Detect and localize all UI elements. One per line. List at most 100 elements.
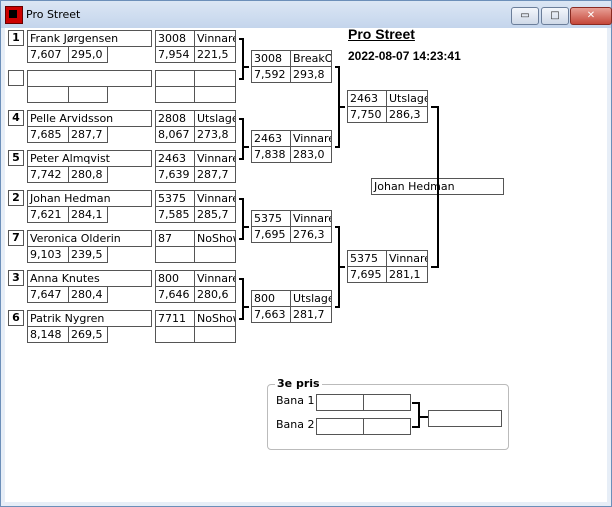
r3-status[interactable]: BreakOut — [290, 50, 332, 67]
r2-speed[interactable] — [194, 86, 236, 103]
r3-et[interactable]: 7,663 — [251, 306, 291, 323]
connector — [242, 118, 244, 160]
r3-et[interactable]: 7,592 — [251, 66, 291, 83]
lane2-label: Bana 2 — [276, 418, 315, 431]
connector — [412, 402, 420, 404]
r2-id[interactable]: 800 — [155, 270, 195, 287]
r2-status[interactable]: Vinnare — [194, 270, 236, 287]
connector — [242, 146, 249, 148]
connector — [239, 318, 244, 320]
r2-status[interactable]: NoShow — [194, 230, 236, 247]
third-lane2-id[interactable] — [316, 418, 364, 435]
close-button[interactable]: ✕ — [570, 7, 612, 25]
r3-status[interactable]: Utslagen — [290, 290, 332, 307]
competitor-et[interactable]: 7,647 — [27, 286, 69, 303]
seed-badge: 7 — [8, 230, 24, 246]
competitor-id[interactable]: Pelle Arvidsson — [27, 110, 152, 127]
minimize-button[interactable]: ▭ — [511, 7, 539, 25]
connector — [335, 66, 340, 68]
r4-et[interactable]: 7,695 — [347, 266, 387, 283]
r2-status[interactable]: NoShow — [194, 310, 236, 327]
competitor-id[interactable]: Patrik Nygren — [27, 310, 152, 327]
title-bar[interactable]: Pro Street ▭ □ ✕ — [1, 1, 612, 28]
competitor-id[interactable]: Frank Jørgensen — [27, 30, 152, 47]
seed-badge: 5 — [8, 150, 24, 166]
competitor-id[interactable] — [27, 70, 152, 87]
competitor-id[interactable]: Peter Almqvist — [27, 150, 152, 167]
competitor-et[interactable]: 7,742 — [27, 166, 69, 183]
competitor-speed[interactable] — [68, 86, 108, 103]
r2-status[interactable]: Vinnare — [194, 150, 236, 167]
r3-id[interactable]: 2463 — [251, 130, 291, 147]
competitor-et[interactable]: 9,103 — [27, 246, 69, 263]
r2-status[interactable] — [194, 70, 236, 87]
maximize-button[interactable]: □ — [541, 7, 569, 25]
r2-id[interactable]: 3008 — [155, 30, 195, 47]
competitor-et[interactable]: 8,148 — [27, 326, 69, 343]
competitor-speed[interactable]: 280,4 — [68, 286, 108, 303]
r2-et[interactable] — [155, 86, 195, 103]
r3-speed[interactable]: 276,3 — [290, 226, 332, 243]
third-lane1-id[interactable] — [316, 394, 364, 411]
r2-id[interactable]: 7711 — [155, 310, 195, 327]
competitor-speed[interactable]: 280,8 — [68, 166, 108, 183]
r3-status[interactable]: Vinnare — [290, 210, 332, 227]
r3-speed[interactable]: 281,7 — [290, 306, 332, 323]
r2-speed[interactable] — [194, 326, 236, 343]
competitor-speed[interactable]: 284,1 — [68, 206, 108, 223]
r2-et[interactable]: 7,646 — [155, 286, 195, 303]
r4-id[interactable]: 5375 — [347, 250, 387, 267]
r4-status[interactable]: Vinnare — [386, 250, 428, 267]
competitor-et[interactable]: 7,621 — [27, 206, 69, 223]
r2-status[interactable]: Vinnare — [194, 190, 236, 207]
r2-speed[interactable] — [194, 246, 236, 263]
third-lane2-status[interactable] — [363, 418, 411, 435]
r3-et[interactable]: 7,838 — [251, 146, 291, 163]
r2-et[interactable]: 7,954 — [155, 46, 195, 63]
competitor-speed[interactable]: 239,5 — [68, 246, 108, 263]
r4-id[interactable]: 2463 — [347, 90, 387, 107]
competitor-id[interactable]: Johan Hedman — [27, 190, 152, 207]
r2-speed[interactable]: 221,5 — [194, 46, 236, 63]
r2-id[interactable] — [155, 70, 195, 87]
competitor-id[interactable]: Anna Knutes — [27, 270, 152, 287]
r2-et[interactable]: 7,585 — [155, 206, 195, 223]
r2-et[interactable] — [155, 246, 195, 263]
minimize-icon: ▭ — [520, 10, 530, 21]
r3-status[interactable]: Vinnare — [290, 130, 332, 147]
r4-status[interactable]: Utslagen — [386, 90, 428, 107]
r3-speed[interactable]: 283,0 — [290, 146, 332, 163]
connector — [418, 416, 428, 418]
competitor-speed[interactable]: 269,5 — [68, 326, 108, 343]
r3-speed[interactable]: 293,8 — [290, 66, 332, 83]
r2-speed[interactable]: 285,7 — [194, 206, 236, 223]
competitor-et[interactable] — [27, 86, 69, 103]
r4-speed[interactable]: 281,1 — [386, 266, 428, 283]
r2-id[interactable]: 2463 — [155, 150, 195, 167]
competitor-id[interactable]: Veronica Olderin — [27, 230, 152, 247]
r2-speed[interactable]: 280,6 — [194, 286, 236, 303]
r3-id[interactable]: 800 — [251, 290, 291, 307]
r2-speed[interactable]: 287,7 — [194, 166, 236, 183]
r2-status[interactable]: Vinnare — [194, 30, 236, 47]
r3-id[interactable]: 3008 — [251, 50, 291, 67]
r2-status[interactable]: Utslagen — [194, 110, 236, 127]
third-lane1-status[interactable] — [363, 394, 411, 411]
r3-id[interactable]: 5375 — [251, 210, 291, 227]
third-place-winner[interactable] — [428, 410, 502, 427]
r2-et[interactable]: 8,067 — [155, 126, 195, 143]
competitor-et[interactable]: 7,685 — [27, 126, 69, 143]
competitor-et[interactable]: 7,607 — [27, 46, 69, 63]
r2-speed[interactable]: 273,8 — [194, 126, 236, 143]
r2-id[interactable]: 87 — [155, 230, 195, 247]
r2-id[interactable]: 2808 — [155, 110, 195, 127]
r2-et[interactable]: 7,639 — [155, 166, 195, 183]
competitor-speed[interactable]: 287,7 — [68, 126, 108, 143]
r3-et[interactable]: 7,695 — [251, 226, 291, 243]
r4-speed[interactable]: 286,3 — [386, 106, 428, 123]
r2-et[interactable] — [155, 326, 195, 343]
competitor-speed[interactable]: 295,0 — [68, 46, 108, 63]
r4-et[interactable]: 7,750 — [347, 106, 387, 123]
r2-id[interactable]: 5375 — [155, 190, 195, 207]
